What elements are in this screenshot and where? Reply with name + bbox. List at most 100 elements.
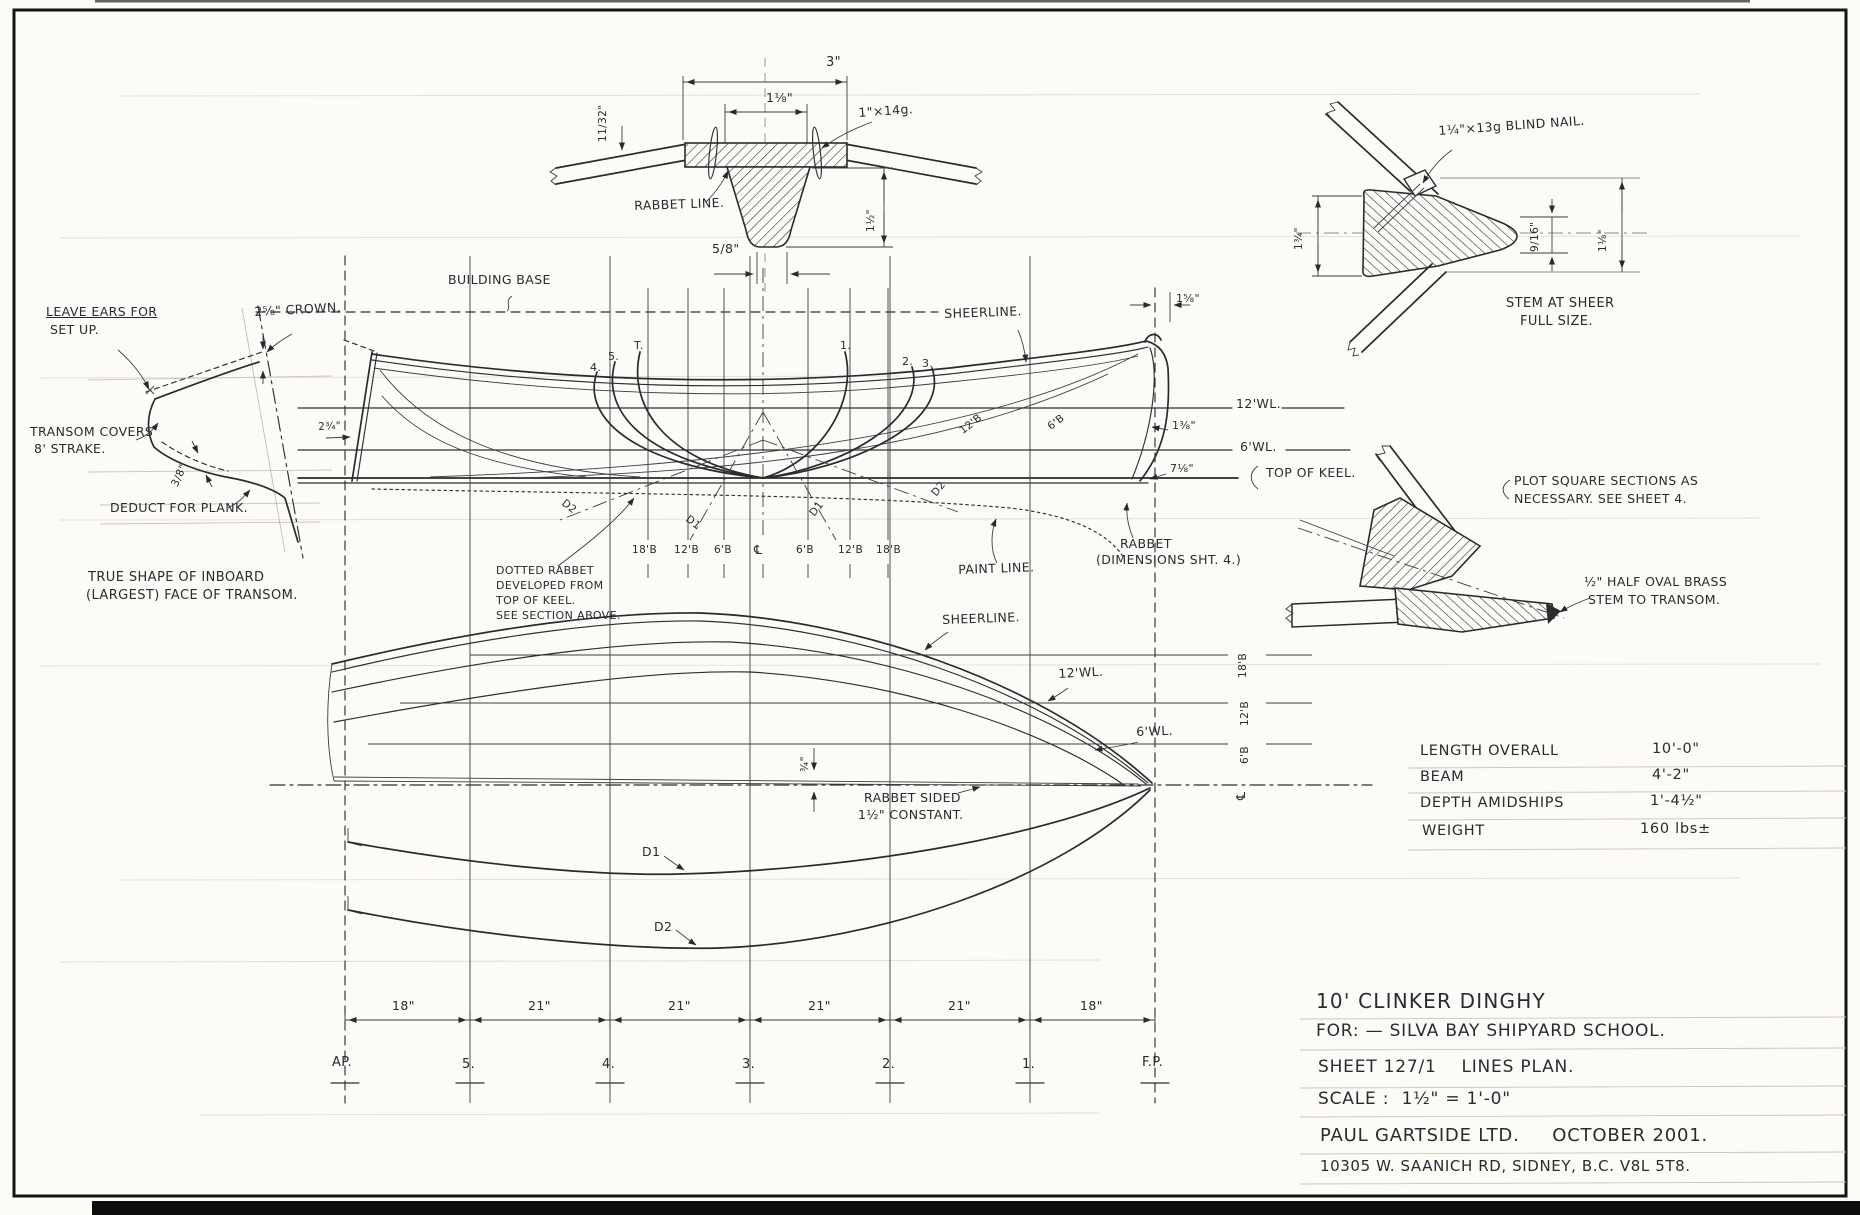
rabbet-note-1: RABBET [1120,536,1172,551]
hb-wl6-label: 6'WL. [1135,722,1174,739]
buttock-row-1: 12'B [674,544,700,556]
stem-offset-dim: 1⅝" [1176,292,1200,305]
plot-sections-note-2: NECESSARY. SEE SHEET 4. [1514,491,1688,506]
hb-d2-label: D2 [654,919,673,934]
section-label-1: 1. [840,339,852,352]
profile-wl12-label: 12'WL. [1236,396,1282,411]
spec-label-beam: BEAM [1420,769,1465,785]
spec-label-loa: LENGTH OVERALL [1420,743,1559,759]
section-label-2: 2. [902,355,914,368]
spec-value-depth: 1'-4½" [1650,793,1703,809]
station-fp: F.P. [1142,1055,1164,1070]
title-line-4: SCALE : 1½" = 1'-0" [1318,1089,1511,1109]
building-base-label: BUILDING BASE [448,272,551,287]
dotted-rabbet-note-2: DEVELOPED FROM [496,579,604,592]
buttock-row-4: 6'B [796,544,814,556]
deduct-for-plank-note: DEDUCT FOR PLANK. [110,500,248,515]
keel-half-width-dim: 1⅛" [766,90,794,105]
scan-artifact-lines [39,93,1821,1116]
buttock-row-6: 18'B [876,544,902,556]
profile-sheerline-label: SHEERLINE. [943,303,1023,321]
hb-d1-label: D1 [642,844,661,859]
dotted-rabbet-note-4: SEE SECTION ABOVE. [496,609,621,622]
transom-ears-note-1: LEAVE EARS FOR [46,304,158,319]
paint-line-label: PAINT LINE. [957,559,1035,577]
spec-label-depth: DEPTH AMIDSHIPS [1420,795,1565,811]
table-rules [1299,765,1847,1185]
transom-caption-1: TRUE SHAPE OF INBOARD [88,570,265,585]
spacing-5: 18" [1080,998,1103,1013]
dotted-rabbet-note-1: DOTTED RABBET [496,564,594,577]
plot-sections-note-1: PLOT SQUARE SECTIONS AS [1514,473,1699,488]
keel-bottom-dim: 5/8" [712,241,740,256]
hb-buttock6-label: 6'B [1239,746,1251,764]
station-dimension-row [330,1012,1170,1084]
buttock-row-centerline: ℄ [754,542,763,557]
plank-thickness-dim: 11/32" [597,104,609,143]
spacing-0: 18" [392,998,415,1013]
section-label-3: 3. [922,357,934,370]
transom-caption-2: (LARGEST) FACE OF TRANSOM. [86,588,298,603]
buttock-row-0: 18'B [632,544,658,556]
transom-detail-drawing [87,305,333,559]
hb-wl12-label: 12'WL. [1057,663,1104,681]
buttock-row-2: 6'B [714,544,732,556]
stem-keel-sketch [1285,445,1591,633]
title-line-2: FOR: — SILVA BAY SHIPYARD SCHOOL. [1316,1021,1666,1041]
station-3: 3. [742,1057,756,1072]
half-siding-dim: ¾" [799,756,811,772]
keel-stem-dim: 7⅛" [1170,462,1194,475]
transom-covers-note-1: TRANSOM COVERS [30,424,154,439]
spacing-1: 21" [528,998,551,1013]
title-line-3: SHEET 127/1 LINES PLAN. [1318,1057,1575,1077]
section-label-5: 5. [608,350,620,363]
stem-width-dim: 1⅛" [1597,229,1609,252]
stem-caption-2: FULL SIZE. [1520,314,1593,329]
title-line-1: 10' CLINKER DINGHY [1316,989,1546,1013]
top-of-keel-label: TOP OF KEEL. [1266,465,1356,480]
station-5: 5. [462,1057,476,1072]
keel-width-dim: 3" [826,55,842,70]
rabbet-note-2: (DIMENSIONS SHT. 4.) [1096,552,1242,567]
profile-wl6-label: 6'WL. [1240,439,1277,454]
transom-covers-note-2: 8' STRAKE. [34,441,106,456]
title-line-5: PAUL GARTSIDE LTD. OCTOBER 2001. [1320,1125,1708,1146]
stem-caption-1: STEM AT SHEER [1506,296,1615,311]
spec-value-weight: 160 lbs± [1640,821,1711,837]
buttock-row-5: 12'B [838,544,864,556]
spacing-2: 21" [668,998,691,1013]
stem-height-dim: 1¾" [1293,227,1305,250]
title-line-6: 10305 W. SAANICH RD, SIDNEY, B.C. V8L 5T… [1320,1157,1691,1175]
rabbet-sided-note-2: 1½" CONSTANT. [858,807,964,822]
spec-value-beam: 4'-2" [1652,767,1690,783]
stern-keel-dim: 2¾" [317,419,342,433]
hb-buttock12-label: 12'B [1239,700,1251,726]
station-4: 4. [602,1057,616,1072]
spacing-3: 21" [808,998,831,1013]
keel-section-drawing [549,58,983,292]
stem-nose-dim: 9/16" [1529,221,1541,252]
stem-detail-drawing [1296,101,1648,357]
hb-centerline-symbol: ℄ [1233,791,1248,800]
keel-depth-dim: 1½" [865,209,877,232]
rabbet-sided-note-1: RABBET SIDED [864,790,961,805]
spec-label-weight: WEIGHT [1422,823,1485,839]
section-label-t: T. [634,339,644,352]
station-2: 2. [882,1057,896,1072]
brass-note-2: STEM TO TRANSOM. [1588,592,1721,607]
spec-value-loa: 10'-0" [1652,741,1700,757]
rabbet-line-label: RABBET LINE. [633,194,725,213]
profile-drawing [255,255,1351,1104]
sheet-border [12,0,1860,1215]
section-label-4: 4. [590,361,602,374]
sheer-stem-dim: 1⅜" [1172,419,1196,432]
half-breadth-drawing [269,612,1373,950]
spacing-4: 21" [948,998,971,1013]
station-ap: AP. [332,1055,353,1070]
hb-buttock18-label: 18'B [1237,652,1249,678]
brass-note-1: ½" HALF OVAL BRASS [1584,574,1728,589]
station-1: 1. [1022,1057,1036,1072]
hb-sheerline-label: SHEERLINE. [941,609,1021,627]
